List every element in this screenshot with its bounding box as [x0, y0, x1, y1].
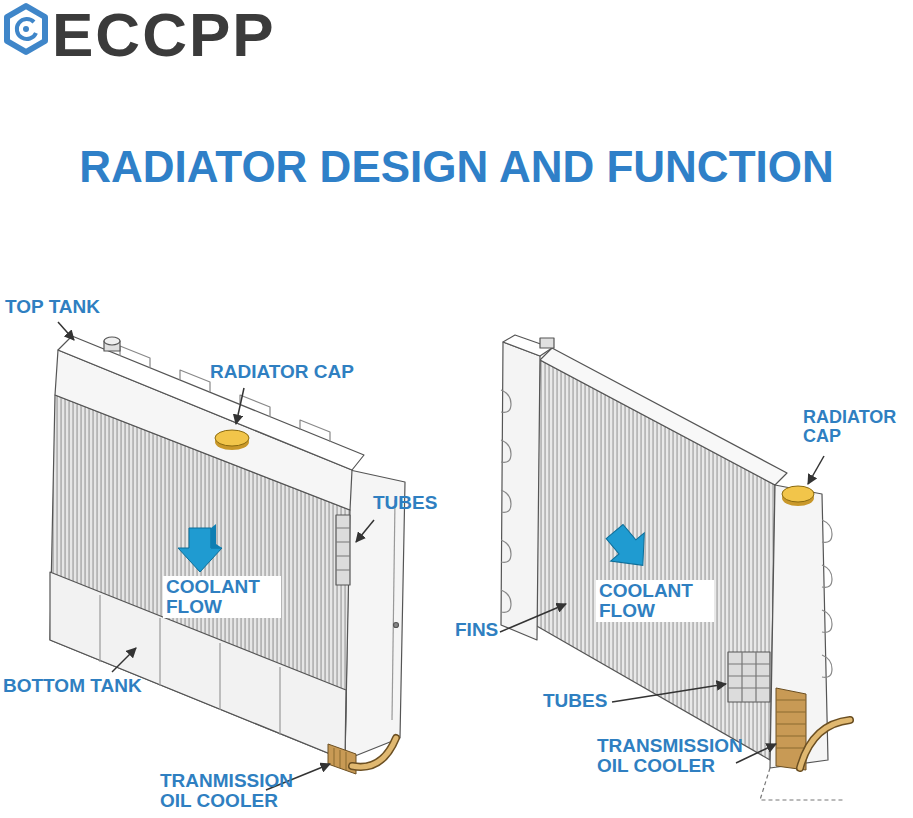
part-label: TUBES: [373, 493, 437, 513]
diagram-title: RADIATOR DESIGN AND FUNCTION: [0, 144, 913, 190]
right-radiator: [501, 335, 845, 800]
left-radiator: [50, 336, 405, 760]
part-label: TRANSMISSION OIL COOLER: [597, 736, 747, 776]
part-label: RADIATOR CAP: [803, 408, 909, 446]
part-label: TRANMISSION OIL COOLER: [160, 771, 310, 811]
leader-line: [58, 322, 824, 790]
coolant-flow-arrow: [178, 524, 222, 572]
brand-logo: ECCPP: [52, 2, 276, 67]
transmission-oil-cooler: [776, 688, 850, 770]
part-label: TUBES: [543, 691, 607, 711]
radiator-cap: [215, 430, 249, 450]
flow-label: COOLANT FLOW: [163, 576, 281, 618]
radiator-cap: [782, 486, 814, 506]
logo-icon: [7, 6, 45, 52]
flow-label: COOLANT FLOW: [596, 580, 714, 622]
part-label: TOP TANK: [5, 297, 100, 317]
part-label: BOTTOM TANK: [3, 676, 142, 696]
part-label: RADIATOR CAP: [210, 362, 354, 382]
transmission-oil-cooler: [328, 738, 396, 774]
coolant-flow-arrow: [598, 517, 660, 579]
part-label: FINS: [455, 620, 498, 640]
